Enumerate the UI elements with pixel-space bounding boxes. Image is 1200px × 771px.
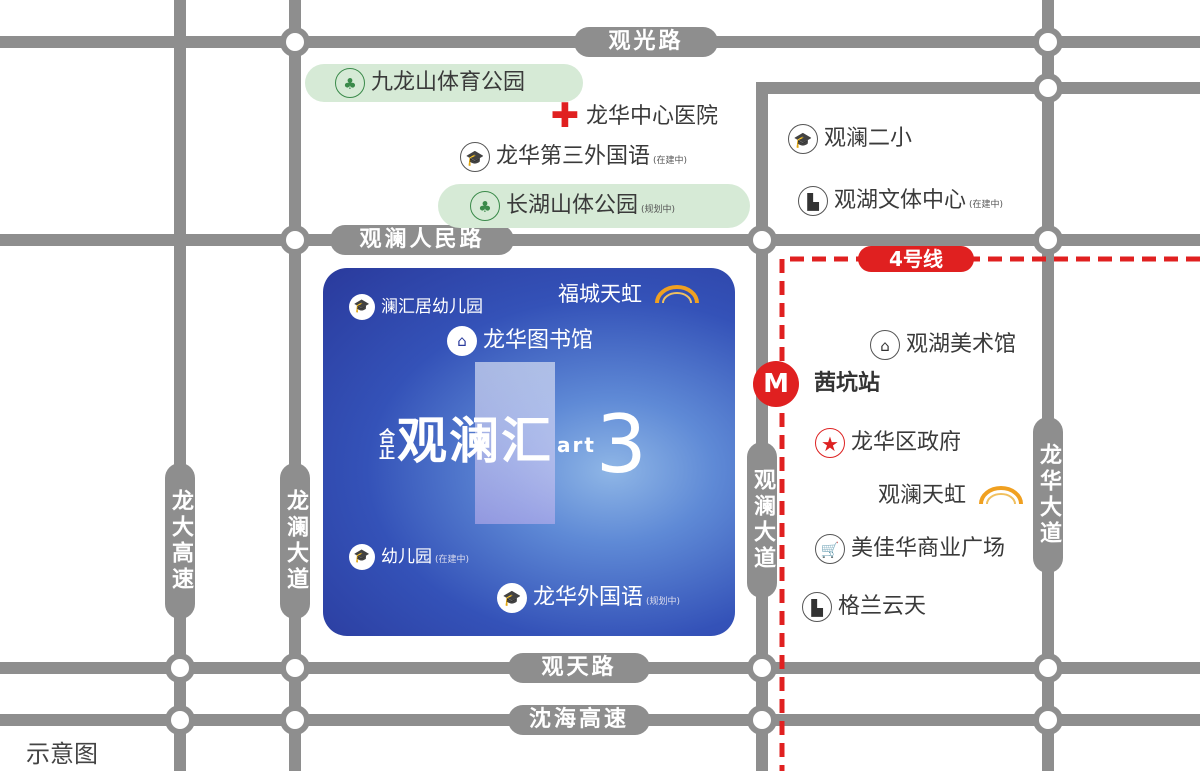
road-label-text: 观澜大道 bbox=[750, 468, 775, 572]
junction-node bbox=[1033, 653, 1063, 683]
rainbow-logo-icon bbox=[979, 486, 1024, 505]
brand-art: art bbox=[557, 432, 596, 457]
junction-node bbox=[280, 705, 310, 735]
junction-node bbox=[1033, 705, 1063, 735]
poi-note: (在建中) bbox=[653, 156, 688, 166]
road-label-longhua-dadao: 龙华大道 bbox=[1033, 417, 1063, 573]
poi-label: 观澜天虹 bbox=[878, 483, 967, 508]
poi-longhua-foreign: 🎓龙华外国语(规划中) bbox=[497, 583, 680, 613]
road-label-guanlan-dadao: 观澜大道 bbox=[747, 442, 777, 598]
tree-icon: ♣ bbox=[335, 68, 365, 98]
junction-node bbox=[747, 225, 777, 255]
road-label-longlan: 龙澜大道 bbox=[280, 463, 310, 619]
graduation-cap-icon: 🎓 bbox=[349, 544, 375, 570]
junction-node bbox=[280, 225, 310, 255]
shopping-cart-icon: 🛒 bbox=[815, 534, 845, 564]
building-icon: ▙ bbox=[798, 186, 828, 216]
poi-label: 澜汇居幼儿园 bbox=[381, 297, 483, 317]
metro-icon: M bbox=[753, 361, 799, 407]
map-caption: 示意图 bbox=[26, 740, 98, 768]
junction-node bbox=[1033, 27, 1063, 57]
junction-node bbox=[1033, 73, 1063, 103]
poi-label: 龙华第三外国语 bbox=[496, 144, 651, 169]
poi-label: 九龙山体育公园 bbox=[371, 70, 526, 95]
road-label-guanguang: 观光路 bbox=[574, 27, 718, 57]
road-label-longda: 龙大高速 bbox=[165, 463, 195, 619]
brand-number: 3 bbox=[595, 398, 649, 491]
poi-fucheng-tianhong: 福城天虹 bbox=[558, 284, 699, 305]
poi-gov: ★龙华区政府 bbox=[815, 428, 961, 458]
rainbow-logo-icon bbox=[654, 285, 699, 304]
poi-label: 幼儿园 bbox=[381, 547, 432, 567]
poi-jiulongshan: ♣九龙山体育公园 bbox=[335, 68, 525, 98]
tree-icon: ♣ bbox=[470, 191, 500, 221]
graduation-cap-icon: 🎓 bbox=[349, 294, 375, 320]
poi-guanlan-tianhong: 观澜天虹 bbox=[878, 483, 1024, 508]
poi-label: 长湖山体公园 bbox=[506, 193, 639, 218]
poi-label: 格兰云天 bbox=[838, 594, 927, 619]
road-upper-right-line bbox=[756, 82, 1200, 246]
hospital-cross-icon: ✚ bbox=[550, 96, 580, 136]
star-icon: ★ bbox=[815, 428, 845, 458]
poi-meijiahua: 🛒美佳华商业广场 bbox=[815, 534, 1005, 564]
poi-label: 龙华中心医院 bbox=[586, 104, 719, 129]
poi-longhua-third: 🎓龙华第三外国语(在建中) bbox=[460, 142, 687, 172]
road-label-shenhai: 沈海高速 bbox=[508, 705, 650, 735]
poi-note: (在建中) bbox=[969, 200, 1004, 210]
graduation-cap-icon: 🎓 bbox=[460, 142, 490, 172]
graduation-cap-icon: 🎓 bbox=[497, 583, 527, 613]
glass-panel-decoration bbox=[475, 362, 555, 524]
metro-station-label: 茜坑站 bbox=[814, 371, 881, 396]
poi-library: ⌂龙华图书馆 bbox=[447, 326, 593, 356]
poi-label: 观湖美术馆 bbox=[906, 332, 1017, 357]
poi-label: 龙华图书馆 bbox=[483, 328, 594, 353]
metro-line-label: 4号线 bbox=[858, 246, 974, 272]
poi-kindergarten2: 🎓 幼儿园(在建中) bbox=[349, 544, 469, 570]
poi-kindergarten1: 🎓 澜汇居幼儿园 bbox=[349, 294, 483, 320]
junction-node bbox=[280, 653, 310, 683]
junction-node bbox=[165, 653, 195, 683]
junction-node bbox=[747, 705, 777, 735]
road-label-text: 龙澜大道 bbox=[283, 489, 308, 593]
poi-note: (规划中) bbox=[641, 205, 676, 215]
junction-node bbox=[1033, 225, 1063, 255]
poi-note: (规划中) bbox=[646, 597, 681, 607]
poi-guanhu-wenti: ▙观湖文体中心(在建中) bbox=[798, 186, 1003, 216]
road-label-text: 龙华大道 bbox=[1036, 443, 1061, 547]
poi-guanhu-meishu: ⌂观湖美术馆 bbox=[870, 330, 1016, 360]
poi-changhushan: ♣长湖山体公园(规划中) bbox=[470, 191, 675, 221]
metro-line-4 bbox=[779, 256, 1200, 771]
junction-node bbox=[165, 705, 195, 735]
poi-label: 福城天虹 bbox=[558, 282, 642, 306]
poi-guanlan-er: 🎓观澜二小 bbox=[788, 124, 912, 154]
poi-label: 龙华区政府 bbox=[851, 430, 962, 455]
graduation-cap-icon: 🎓 bbox=[788, 124, 818, 154]
poi-label: 观湖文体中心 bbox=[834, 188, 967, 213]
road-label-guantian: 观天路 bbox=[508, 653, 650, 683]
poi-gelan: ▙格兰云天 bbox=[802, 592, 926, 622]
road-label-guanlan-renmin: 观澜人民路 bbox=[330, 225, 514, 255]
junction-node bbox=[747, 653, 777, 683]
building-icon: ▙ bbox=[802, 592, 832, 622]
poi-hospital: ✚龙华中心医院 bbox=[550, 96, 719, 136]
brand-name: 观澜汇 bbox=[397, 412, 553, 470]
poi-label: 美佳华商业广场 bbox=[851, 536, 1006, 561]
junction-node bbox=[280, 27, 310, 57]
poi-label: 龙华外国语 bbox=[533, 585, 644, 610]
road-label-text: 龙大高速 bbox=[168, 489, 193, 593]
poi-note: (在建中) bbox=[435, 555, 470, 565]
museum-icon: ⌂ bbox=[870, 330, 900, 360]
poi-label: 观澜二小 bbox=[824, 126, 913, 151]
library-icon: ⌂ bbox=[447, 326, 477, 356]
brand-prefix: 合正 bbox=[379, 426, 398, 462]
